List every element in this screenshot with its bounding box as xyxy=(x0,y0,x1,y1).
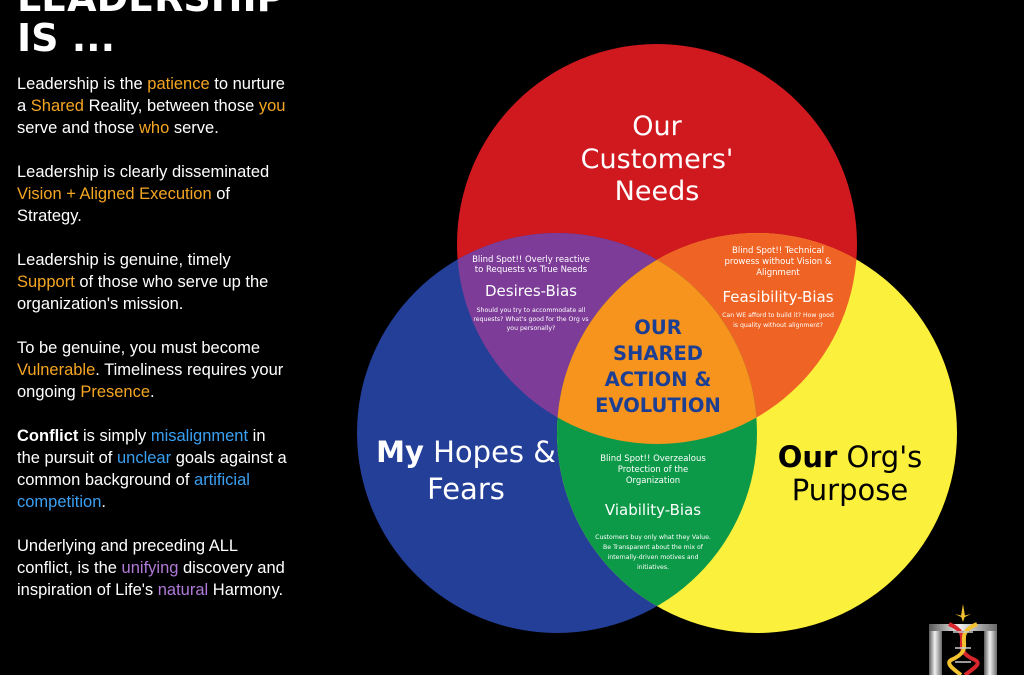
paragraph-3-segment-2: Support xyxy=(17,273,75,291)
purpose-label-line-1: Our Org's xyxy=(778,440,923,474)
viability-blind-line-2: Protection of the xyxy=(618,465,689,475)
viability-question-line-2: Be Transparent about the mix of xyxy=(603,544,704,551)
paragraph-5-segment-5: unclear xyxy=(116,449,172,467)
paragraph-5-segment-7: artificial competition xyxy=(17,471,250,511)
paragraph-1-segment-1: Leadership is the xyxy=(17,75,148,93)
purpose-label-line-2: Purpose xyxy=(792,473,908,507)
desires-title: Desires-Bias xyxy=(485,282,577,300)
paragraph-1: Leadership is the patience to nurture a … xyxy=(17,73,289,139)
paragraph-1-segment-7: serve and those xyxy=(17,119,139,137)
viability-blind-line-3: Organization xyxy=(626,476,680,486)
feasibility-question-line-1: Can WE afford to build it? How good xyxy=(722,312,834,319)
feasibility-title: Feasibility-Bias xyxy=(722,288,833,306)
paragraph-4-segment-1: To be genuine, you must become xyxy=(17,339,261,357)
customers-label-line-1: Our xyxy=(632,111,682,142)
viability-question-line-4: initiatives. xyxy=(637,564,669,571)
paragraph-1-segment-2: patience xyxy=(147,75,210,93)
brand-logo-icon xyxy=(929,604,997,675)
purpose-label-rest: Org's xyxy=(837,440,922,474)
paragraph-6-segment-1: Underlying and preceding ALL conflict, i… xyxy=(17,537,238,577)
center-label-line-1: OUR xyxy=(634,316,681,339)
page-heading: LEADERSHIP IS ... xyxy=(17,0,285,58)
customers-label-line-2: Customers' xyxy=(581,144,734,175)
paragraph-6-segment-4: natural xyxy=(157,581,209,599)
desires-question-line-2: requests? What's good for the Org vs xyxy=(473,316,588,323)
hopes-label-line-2: Fears xyxy=(427,472,505,506)
paragraph-5-segment-3: misalignment xyxy=(150,427,249,445)
paragraph-4-segment-3: . Timeliness requires your ongoing xyxy=(17,361,284,401)
paragraph-1-segment-4: Shared xyxy=(30,97,84,115)
region-shared-center xyxy=(557,233,757,444)
paragraph-5-segment-2: is simply xyxy=(78,427,151,445)
paragraph-3-segment-1: Leadership is genuine, timely xyxy=(17,251,231,269)
leadership-text-column: Leadership is the patience to nurture a … xyxy=(17,73,289,623)
desires-blind-line-2: to Requests vs True Needs xyxy=(475,265,588,275)
feasibility-blind-line-2: prowess without Vision & xyxy=(725,257,832,267)
viability-blind-line-1: Blind Spot!! Overzealous xyxy=(600,454,706,464)
desires-blind-line-1: Blind Spot!! Overly reactive xyxy=(472,255,590,265)
purpose-label-bold: Our xyxy=(778,440,838,474)
paragraph-6: Underlying and preceding ALL conflict, i… xyxy=(17,535,289,601)
paragraph-1-segment-6: you xyxy=(258,97,286,115)
center-label-line-2: SHARED xyxy=(613,342,703,365)
paragraph-2-segment-3: of Strategy. xyxy=(17,185,230,225)
feasibility-blind-line-3: Alignment xyxy=(756,268,800,278)
heading-line-2: IS ... xyxy=(17,16,116,60)
paragraph-4-segment-5: . xyxy=(150,383,155,401)
paragraph-5-segment-6: goals against a common background of xyxy=(17,449,287,489)
paragraph-5: Conflict is simply misalignment in the p… xyxy=(17,425,289,513)
paragraph-2-segment-1: Leadership is clearly disseminated xyxy=(17,163,270,181)
center-label-line-4: EVOLUTION xyxy=(595,394,721,417)
paragraph-6-segment-5: Harmony. xyxy=(208,581,284,599)
viability-question-line-3: internally-driven motives and xyxy=(607,554,698,561)
paragraph-4-segment-4: Presence xyxy=(80,383,151,401)
paragraph-6-segment-2: unifying xyxy=(121,559,179,577)
paragraph-3: Leadership is genuine, timely Support of… xyxy=(17,249,289,315)
hopes-label-bold: My xyxy=(376,435,424,469)
customers-label-line-3: Needs xyxy=(615,176,700,207)
paragraph-4: To be genuine, you must become Vulnerabl… xyxy=(17,337,289,403)
paragraph-1-segment-5: Reality, between those xyxy=(83,97,259,115)
hopes-label-line-1: My Hopes & xyxy=(376,435,556,469)
hopes-label-rest: Hopes & xyxy=(424,435,556,469)
feasibility-blind-line-1: Blind Spot!! Technical xyxy=(732,246,824,256)
paragraph-3-segment-3: of those who serve up the organization's… xyxy=(17,273,269,313)
feasibility-question-line-2: is quality without alignment? xyxy=(733,322,823,329)
paragraph-2-segment-2: Vision + Aligned Execution xyxy=(17,185,212,203)
paragraph-5-segment-1: Conflict xyxy=(17,427,79,445)
desires-question-line-3: you personally? xyxy=(507,325,556,332)
paragraph-2: Leadership is clearly disseminated Visio… xyxy=(17,161,289,227)
center-label-line-3: ACTION & xyxy=(605,368,712,391)
paragraph-6-segment-3: discovery and inspiration of Life's xyxy=(17,559,285,599)
paragraph-1-segment-3: to nurture a xyxy=(17,75,285,115)
paragraph-4-segment-2: Vulnerable xyxy=(17,361,96,379)
paragraph-5-segment-8: . xyxy=(101,493,106,511)
viability-title: Viability-Bias xyxy=(605,501,701,519)
viability-question-line-1: Customers buy only what they Value. xyxy=(595,534,711,541)
paragraph-1-segment-9: serve. xyxy=(169,119,219,137)
desires-question-line-1: Should you try to accommodate all xyxy=(477,307,586,314)
heading-line-1: LEADERSHIP xyxy=(17,0,285,18)
paragraph-5-segment-4: in the pursuit of xyxy=(17,427,266,467)
paragraph-1-segment-8: who xyxy=(139,119,170,137)
